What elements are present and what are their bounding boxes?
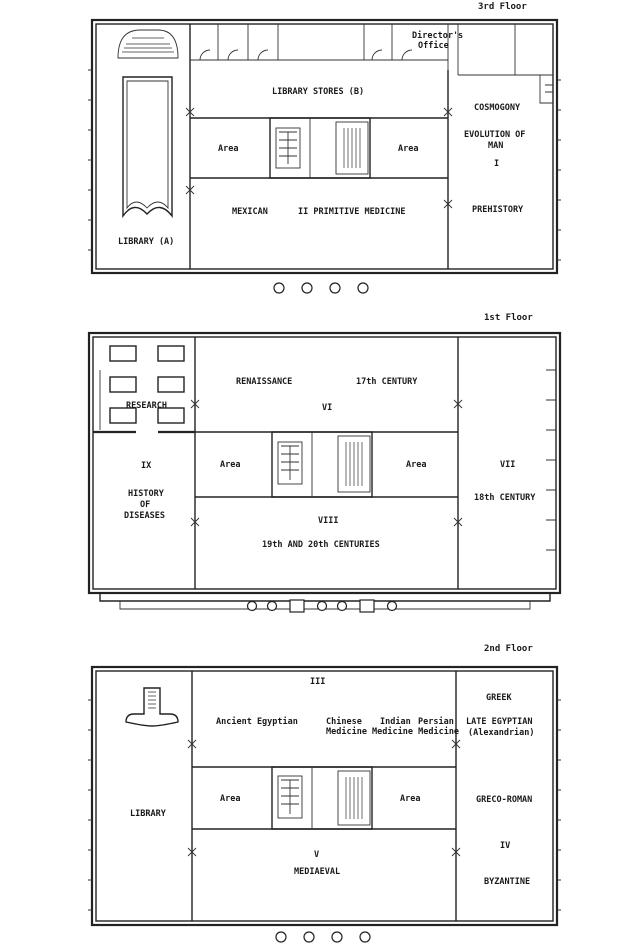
third-man-label: MAN: [488, 141, 503, 151]
second-indian-label: Indian: [380, 716, 411, 727]
first-numeral-vii: VII: [500, 460, 515, 470]
second-mediaeval-label: MEDIAEVAL: [294, 867, 340, 877]
second-persian-label: Persian: [418, 716, 454, 727]
first-numeral-viii: VIII: [318, 516, 338, 526]
third-library-table: [122, 76, 173, 219]
second-numeral-iv: IV: [500, 841, 510, 851]
first-area-left-label: Area: [220, 460, 240, 470]
second-late-egyptian-label: LATE EGYPTIAN: [466, 717, 533, 727]
first-floor-title: 1st Floor: [484, 313, 533, 323]
third-directors-label-2: Office: [418, 40, 449, 51]
second-numeral-iii: III: [310, 677, 325, 687]
third-floor-outer-wall: [90, 18, 559, 275]
first-numeral-vi: VI: [322, 403, 332, 413]
second-library-stair-icon: [125, 687, 179, 727]
first-numeral-ix: IX: [141, 461, 151, 471]
second-floor-title: 2nd Floor: [484, 644, 533, 654]
second-ancient-egyptian-label: Ancient Egyptian: [216, 716, 298, 727]
second-floor-columns: [275, 931, 371, 943]
third-floor-plan: 3rd Floor: [88, 2, 561, 294]
first-17th-century-label: 17th CENTURY: [356, 377, 418, 387]
first-floor-columns: [246, 599, 398, 613]
second-numeral-v: V: [314, 850, 319, 860]
third-evolution-label: EVOLUTION OF: [464, 130, 525, 140]
first-of-label: OF: [140, 500, 150, 510]
third-library-a-label: LIBRARY (A): [118, 237, 174, 247]
second-byzantine-label: BYZANTINE: [484, 877, 530, 887]
first-floor-outer-wall: [87, 331, 562, 595]
third-numeral-i: I: [494, 159, 499, 169]
third-mexican-label: MEXICAN: [232, 207, 268, 217]
second-floor-outer-wall: [90, 665, 559, 927]
second-chinese-label: Chinese: [326, 716, 362, 727]
third-library-stair-icon: [117, 29, 179, 59]
second-area-right-label: Area: [400, 794, 420, 804]
first-area-right-label: Area: [406, 460, 426, 470]
second-floor-plan: 2nd Floor I: [88, 644, 561, 943]
third-directors-label-1: Director's: [412, 30, 463, 41]
second-greek-label: GREEK: [486, 693, 512, 703]
third-area-left-label: Area: [218, 144, 238, 154]
second-medicine-row-label: Medicine Medicine Medicine: [326, 726, 459, 737]
third-floor-title: 3rd Floor: [478, 2, 527, 12]
third-cosmogony-label: COSMOGONY: [474, 103, 521, 113]
first-19th-20th-label: 19th AND 20th CENTURIES: [262, 540, 380, 550]
third-library-stores-label: LIBRARY STORES (B): [272, 87, 364, 97]
first-history-label: HISTORY: [128, 489, 165, 499]
second-area-left-label: Area: [220, 794, 240, 804]
third-floor-columns: [273, 282, 369, 294]
third-area-right-label: Area: [398, 144, 418, 154]
second-alexandrian-label: (Alexandrian): [468, 727, 535, 738]
third-primitive-label: II PRIMITIVE MEDICINE: [298, 207, 405, 217]
first-renaissance-label: RENAISSANCE: [236, 377, 292, 387]
second-greco-roman-label: GRECO-ROMAN: [476, 795, 532, 805]
second-library-label: LIBRARY: [130, 809, 167, 819]
first-18th-century-label: 18th CENTURY: [474, 493, 536, 503]
first-floor-plan: 1st Floor: [87, 313, 562, 613]
third-prehistory-label: PREHISTORY: [472, 205, 524, 215]
first-research-label: RESEARCH: [126, 401, 167, 411]
first-research-desks: [109, 345, 185, 424]
first-diseases-label: DISEASES: [124, 511, 165, 521]
